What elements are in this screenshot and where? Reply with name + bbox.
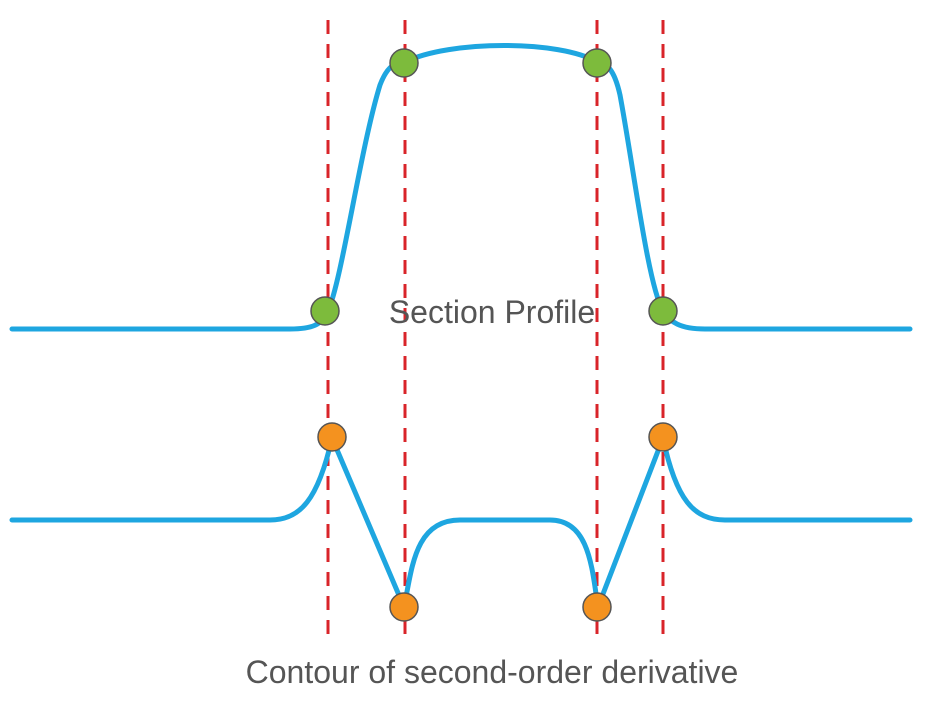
derivative-point-2	[389, 592, 419, 622]
derivative-point-1	[317, 422, 347, 452]
profile-point-2	[389, 48, 419, 78]
profile-point-1	[310, 296, 340, 326]
derivative-point-4	[648, 422, 678, 452]
derivative-point-3	[582, 592, 612, 622]
guide-lines	[326, 20, 665, 635]
section-profile-curve	[9, 43, 913, 332]
section-profile-points	[310, 48, 678, 326]
second-derivative-label: Contour of second-order derivative	[246, 654, 739, 690]
profile-point-3	[582, 48, 612, 78]
section-profile-label: Section Profile	[389, 294, 595, 330]
second-derivative-curve	[9, 435, 913, 610]
profile-point-4	[648, 296, 678, 326]
derivative-points	[317, 422, 678, 622]
